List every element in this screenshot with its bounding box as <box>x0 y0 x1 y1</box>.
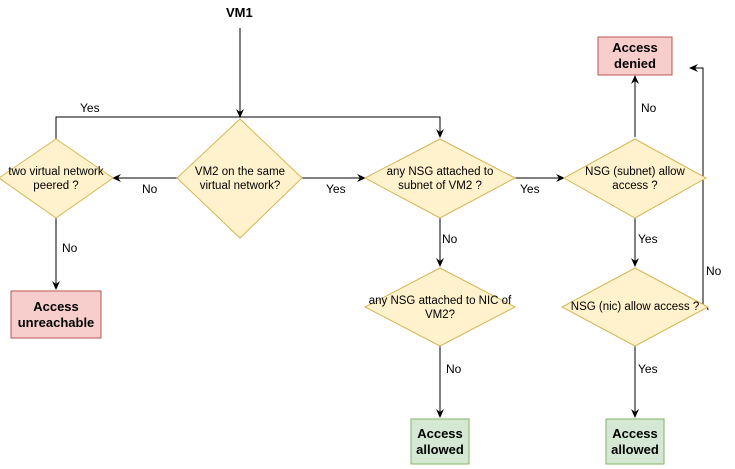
edge-label-yes-top: Yes <box>80 101 100 115</box>
diamond-same-vnet[interactable] <box>176 118 303 239</box>
label-nsg-nic-attached: any NSG attached to NIC of VM2? <box>368 295 512 321</box>
diamond-nsg-subnet-allow[interactable] <box>562 138 708 219</box>
label-access-unreachable: Access unreachable <box>17 298 95 330</box>
diamond-nsg-nic-allow[interactable] <box>560 267 710 347</box>
edge-label-yes-same-vnet: Yes <box>326 182 346 196</box>
label-access-denied: Access denied <box>612 40 658 71</box>
diamond-nsg-nic-attached[interactable] <box>363 267 517 347</box>
edge-label-no-same-vnet: No <box>142 182 158 196</box>
box-access-allowed-1[interactable] <box>410 418 470 465</box>
diamond-nsg-subnet-attached[interactable] <box>363 138 517 219</box>
edge-label-yes-nic-allow: Yes <box>638 362 658 376</box>
decision-nodes <box>0 118 710 347</box>
edge-label-no-subnet-allow: No <box>641 101 657 115</box>
edge-label-no-nic-allow: No <box>706 264 722 278</box>
terminal-nodes <box>10 36 673 465</box>
edge-nic-allow-no <box>689 64 704 306</box>
edge-label-no-peered: No <box>62 241 78 255</box>
edge-label-no-nsg-subnet: No <box>442 232 458 246</box>
label-nsg-nic-allow: NSG (nic) allow access ? <box>570 301 700 313</box>
edge-yes-to-nsg-subnet <box>240 116 444 138</box>
edge-yes-to-peered <box>55 116 240 139</box>
edges <box>52 28 709 418</box>
diamond-peered[interactable] <box>0 138 114 219</box>
label-nsg-subnet-allow: NSG (subnet) allow access ? <box>585 166 685 192</box>
label-nsg-subnet-attached: any NSG attached to subnet of VM2 ? <box>386 166 494 192</box>
edge-label-yes-nsg-subnet: Yes <box>520 182 540 196</box>
label-peered: two virtual network peered ? <box>8 166 104 192</box>
start-node-vm1[interactable]: VM1 <box>226 5 253 20</box>
label-same-vnet: VM2 on the same virtual network? <box>194 166 286 192</box>
edge-label-yes-subnet-allow: Yes <box>638 232 658 246</box>
edge-label-no-nic-attached: No <box>446 362 462 376</box>
box-access-allowed-2[interactable] <box>605 418 665 465</box>
box-access-unreachable[interactable] <box>10 290 102 339</box>
label-access-allowed-2: Access allowed <box>611 425 659 457</box>
box-access-denied[interactable] <box>597 36 673 76</box>
label-access-allowed-1: Access allowed <box>416 425 464 457</box>
